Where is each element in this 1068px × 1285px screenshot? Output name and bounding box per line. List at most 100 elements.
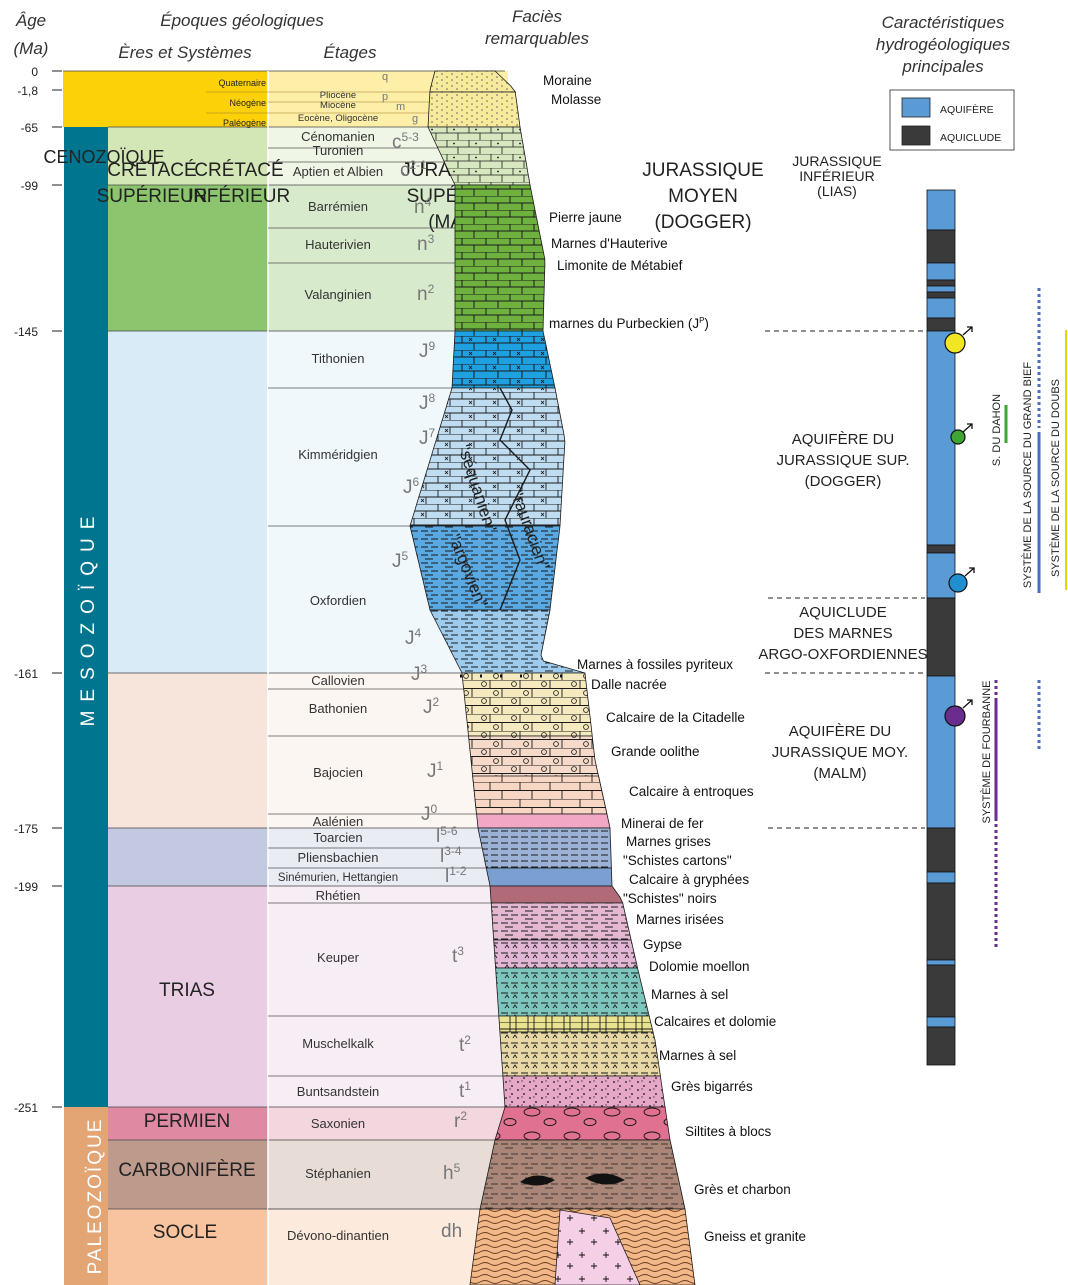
notation-label: m (396, 101, 405, 113)
system-label: CENOZOÏQUE (43, 147, 164, 167)
facies-label: Minerai de fer (621, 816, 704, 831)
cenozoic-subsystem-label: Quaternaire (218, 78, 266, 88)
stage-label: Kimméridgien (298, 447, 377, 462)
facies-label: Gneiss et granite (704, 1229, 806, 1244)
system-block (108, 1140, 268, 1209)
notation-label: l5-6 (436, 824, 458, 847)
age-header: Âge (15, 11, 47, 30)
spring-marker (944, 705, 966, 727)
stage-label: Hauterivien (305, 237, 371, 252)
facies-header-line1: Faciès (511, 7, 563, 26)
system-label: SOCLE (153, 1222, 217, 1243)
stage-label: Toarcien (313, 830, 362, 845)
stage-label: Valanginien (305, 287, 372, 302)
facies-band-minerai-fer (476, 813, 611, 829)
facies-band-schistes-noirs (489, 885, 624, 904)
facies-label: Marnes à sel (659, 1048, 736, 1063)
stage-label: Miocène (320, 100, 356, 111)
notation-label: n2 (417, 282, 435, 305)
legend-label-aquiclude: AQUICLUDE (940, 132, 1001, 144)
stage-label: Keuper (317, 950, 360, 965)
aquiclude-segment (926, 544, 956, 554)
age-label: -175 (14, 822, 38, 836)
system-label: SUPÉRIEUR (97, 186, 208, 207)
stage-label: Tithonien (312, 351, 365, 366)
stage-label: Dévono-dinantien (287, 1228, 389, 1243)
cenozoic-subsystem-label: Néogène (229, 98, 266, 108)
spring-marker (944, 332, 966, 354)
stage-label: Bajocien (313, 765, 363, 780)
facies-label: Calcaire à gryphées (629, 872, 749, 887)
stage-label: Cénomanien (301, 129, 375, 144)
aquiclude-segment (926, 1026, 956, 1066)
facies-band-bathonien (461, 672, 593, 737)
facies-label: Moraine (543, 73, 592, 88)
age-unit-header: (Ma) (13, 39, 49, 58)
aquifer-segment (926, 871, 956, 884)
facies-label: Gypse (643, 937, 682, 952)
aquiclude-segment (926, 827, 956, 873)
notation-label: J8 (419, 391, 436, 414)
facies-header-line2: remarquables (485, 29, 589, 48)
aquiclude-segment (926, 597, 956, 677)
stage-label: Callovien (311, 673, 364, 688)
facies-label: Grande oolithe (611, 744, 700, 759)
hydro-header-line3: principales (902, 57, 984, 76)
aquifer-segment (926, 675, 956, 829)
aquifer-segment (926, 285, 956, 293)
system-label: CRÉTACÉ (107, 160, 196, 181)
age-label: -161 (14, 667, 38, 681)
stage-label: Turonien (313, 143, 364, 158)
facies-label: Molasse (551, 92, 601, 107)
facies-label: Marnes à sel (651, 987, 728, 1002)
system-label-grand-bief: SYSTÈME DE LA SOURCE DU GRAND BIEF (1021, 362, 1034, 588)
aquifer-segment (926, 297, 956, 319)
notation-label: r2 (454, 1109, 467, 1132)
system-block (63, 71, 268, 127)
facies-band-cretace-inferieur (454, 184, 546, 332)
age-label: -199 (14, 880, 38, 894)
hydro-unit-label-aquiclude: DES MARNES (793, 625, 892, 642)
facies-label: Calcaires et dolomie (654, 1014, 776, 1029)
stage-label: Bathonien (309, 701, 368, 716)
notation-label: n4 (414, 195, 432, 218)
aquiclude-segment (926, 964, 956, 1018)
facies-label: Siltites à blocs (685, 1124, 772, 1139)
age-label: -251 (14, 1101, 38, 1115)
age-label: -1,8 (17, 84, 38, 98)
aquiclude-segment (926, 317, 956, 332)
facies-band-gres-charbon (479, 1139, 686, 1210)
notation-label: J7 (419, 426, 436, 449)
spring-arrow-icon (962, 326, 973, 336)
facies-label: Marnes irisées (636, 912, 724, 927)
legend-label-aquifer: AQUIFÈRE (940, 103, 994, 116)
system-block (108, 1107, 268, 1140)
aquifer-segment (926, 1016, 956, 1028)
facies-band-marnes-irisees (490, 902, 632, 941)
notation-label: h5 (443, 1161, 461, 1184)
hydro-unit-label-moy: AQUIFÈRE DU (789, 723, 892, 740)
granite-intrusion (554, 1209, 641, 1285)
notation-label: J6 (403, 475, 420, 498)
hydro-header-line2: hydrogéologiques (875, 35, 1011, 54)
facies-label: Limonite de Métabief (557, 258, 683, 273)
system-label-dahon: S. DU DAHON (991, 394, 1003, 466)
system-label: CRÉTACÉ (194, 160, 283, 181)
system-block (108, 673, 268, 828)
spring-arrow-icon (962, 423, 973, 433)
facies-label: Dalle nacrée (591, 677, 667, 692)
stage-label: Saxonien (311, 1116, 365, 1131)
facies-label: Grès bigarrés (671, 1079, 753, 1094)
era-bar-mesozoique (64, 127, 108, 1107)
notation-label: l1-2 (445, 864, 467, 887)
epoques-header: Époques géologiques (160, 11, 324, 30)
spring-arrow-icon (964, 567, 975, 577)
stage-label: Buntsandstein (297, 1084, 379, 1099)
system-label: JURASSIQUE (642, 160, 763, 181)
system-block (108, 886, 268, 1107)
stage-band (268, 1107, 508, 1140)
facies-label: Pierre jaune (549, 210, 622, 225)
notation-label: t3 (452, 944, 464, 967)
notation-label: t1 (459, 1079, 471, 1102)
aquiclude-segment (926, 882, 956, 961)
